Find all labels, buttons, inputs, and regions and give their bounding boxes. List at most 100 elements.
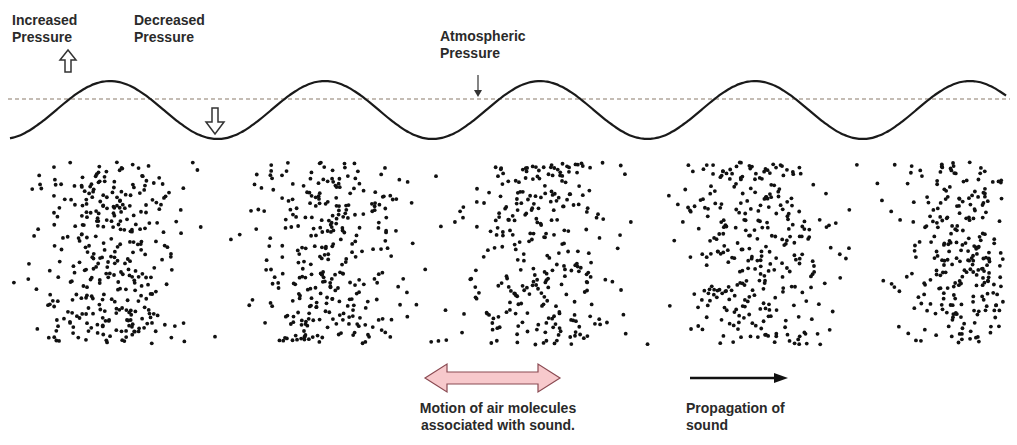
molecule-dot [722, 244, 726, 248]
molecule-dot [535, 278, 539, 282]
molecule-dot [511, 233, 515, 237]
molecule-dot [706, 214, 710, 218]
molecule-dot [777, 187, 781, 191]
molecule-dot [56, 299, 60, 303]
molecule-dot [335, 217, 339, 221]
molecule-dot [957, 204, 961, 208]
molecule-dot [562, 228, 566, 232]
molecule-dot [265, 258, 269, 262]
molecule-dot [792, 303, 796, 307]
molecule-dot [134, 269, 138, 273]
molecule-dot [573, 263, 577, 267]
molecule-dot [286, 161, 290, 165]
molecule-dot [581, 193, 585, 197]
molecule-dot [973, 207, 977, 211]
molecule-dot [304, 246, 308, 250]
molecule-dot [547, 256, 551, 260]
molecule-dot [544, 321, 548, 325]
molecule-dot [285, 169, 289, 173]
molecule-dot [88, 185, 92, 189]
molecule-dot [85, 202, 89, 206]
molecule-dot [415, 303, 419, 307]
molecule-dot [271, 188, 275, 192]
molecule-dot [804, 332, 808, 336]
molecule-dot [333, 273, 337, 277]
molecule-dot [767, 205, 771, 209]
molecule-dot [537, 206, 541, 210]
molecule-dot [935, 221, 939, 225]
molecule-dot [725, 308, 729, 312]
molecule-dot [74, 293, 78, 297]
molecule-dot [940, 303, 944, 307]
molecule-dot [964, 241, 968, 245]
molecule-dot [314, 305, 318, 309]
molecule-dot [314, 286, 318, 290]
molecule-dot [104, 272, 108, 276]
molecule-dot [325, 301, 329, 305]
molecule-dot [338, 177, 342, 181]
molecule-dot [129, 229, 133, 233]
molecule-dot [987, 251, 991, 255]
molecule-dot [506, 218, 510, 222]
molecule-dot [144, 297, 148, 301]
molecule-dot [341, 271, 345, 275]
atmospheric-line [8, 98, 1010, 99]
molecule-dot [229, 238, 233, 242]
molecule-dot [773, 340, 777, 344]
molecule-dot [737, 211, 741, 215]
molecule-dot [411, 241, 415, 245]
molecule-dot [353, 239, 357, 243]
molecule-dot [475, 200, 479, 204]
molecule-dot [139, 248, 143, 252]
molecule-dot [101, 204, 105, 208]
molecule-dot [811, 259, 815, 263]
molecule-dot [745, 199, 749, 203]
molecule-dot [998, 275, 1002, 279]
molecule-dot [991, 291, 995, 295]
molecule-dot [972, 309, 976, 313]
molecule-dot [110, 297, 114, 301]
molecule-dot [501, 234, 505, 238]
molecule-dot [302, 329, 306, 333]
molecule-dot [831, 310, 835, 314]
molecule-dot [310, 272, 314, 276]
molecule-dot [144, 203, 148, 207]
molecule-dot [543, 330, 547, 334]
molecule-dot [534, 165, 538, 169]
molecule-dot [935, 182, 939, 186]
molecule-dot [945, 311, 949, 315]
molecule-dot [768, 250, 772, 254]
molecule-dot [38, 183, 42, 187]
molecule-dot [133, 288, 137, 292]
molecule-dot [379, 247, 383, 251]
molecule-dot [528, 232, 532, 236]
molecule-dot [786, 217, 790, 221]
molecule-dot [337, 182, 341, 186]
molecule-dot [589, 275, 593, 279]
molecule-dot [554, 304, 558, 308]
molecule-dot [596, 212, 600, 216]
molecule-dot [53, 178, 57, 182]
molecule-dot [515, 332, 519, 336]
molecule-dot [321, 178, 325, 182]
molecule-dot [350, 250, 354, 254]
molecule-dot [119, 210, 123, 214]
molecule-dot [111, 225, 115, 229]
molecule-dot [296, 311, 300, 315]
molecule-dot [610, 280, 614, 284]
molecule-dot [539, 222, 543, 226]
molecule-dot [326, 258, 330, 262]
molecule-dot [103, 179, 107, 183]
molecule-dot [331, 228, 335, 232]
molecule-dot [562, 205, 566, 209]
molecule-dot [314, 195, 318, 199]
molecule-dot [524, 176, 528, 180]
molecule-dot [723, 289, 727, 293]
molecule-dot [973, 190, 977, 194]
molecule-dot [269, 301, 273, 305]
molecule-dot [989, 331, 993, 335]
molecule-dot [179, 231, 183, 235]
molecule-dot [532, 280, 536, 284]
molecule-dot [967, 236, 971, 240]
molecule-dot [762, 319, 766, 323]
